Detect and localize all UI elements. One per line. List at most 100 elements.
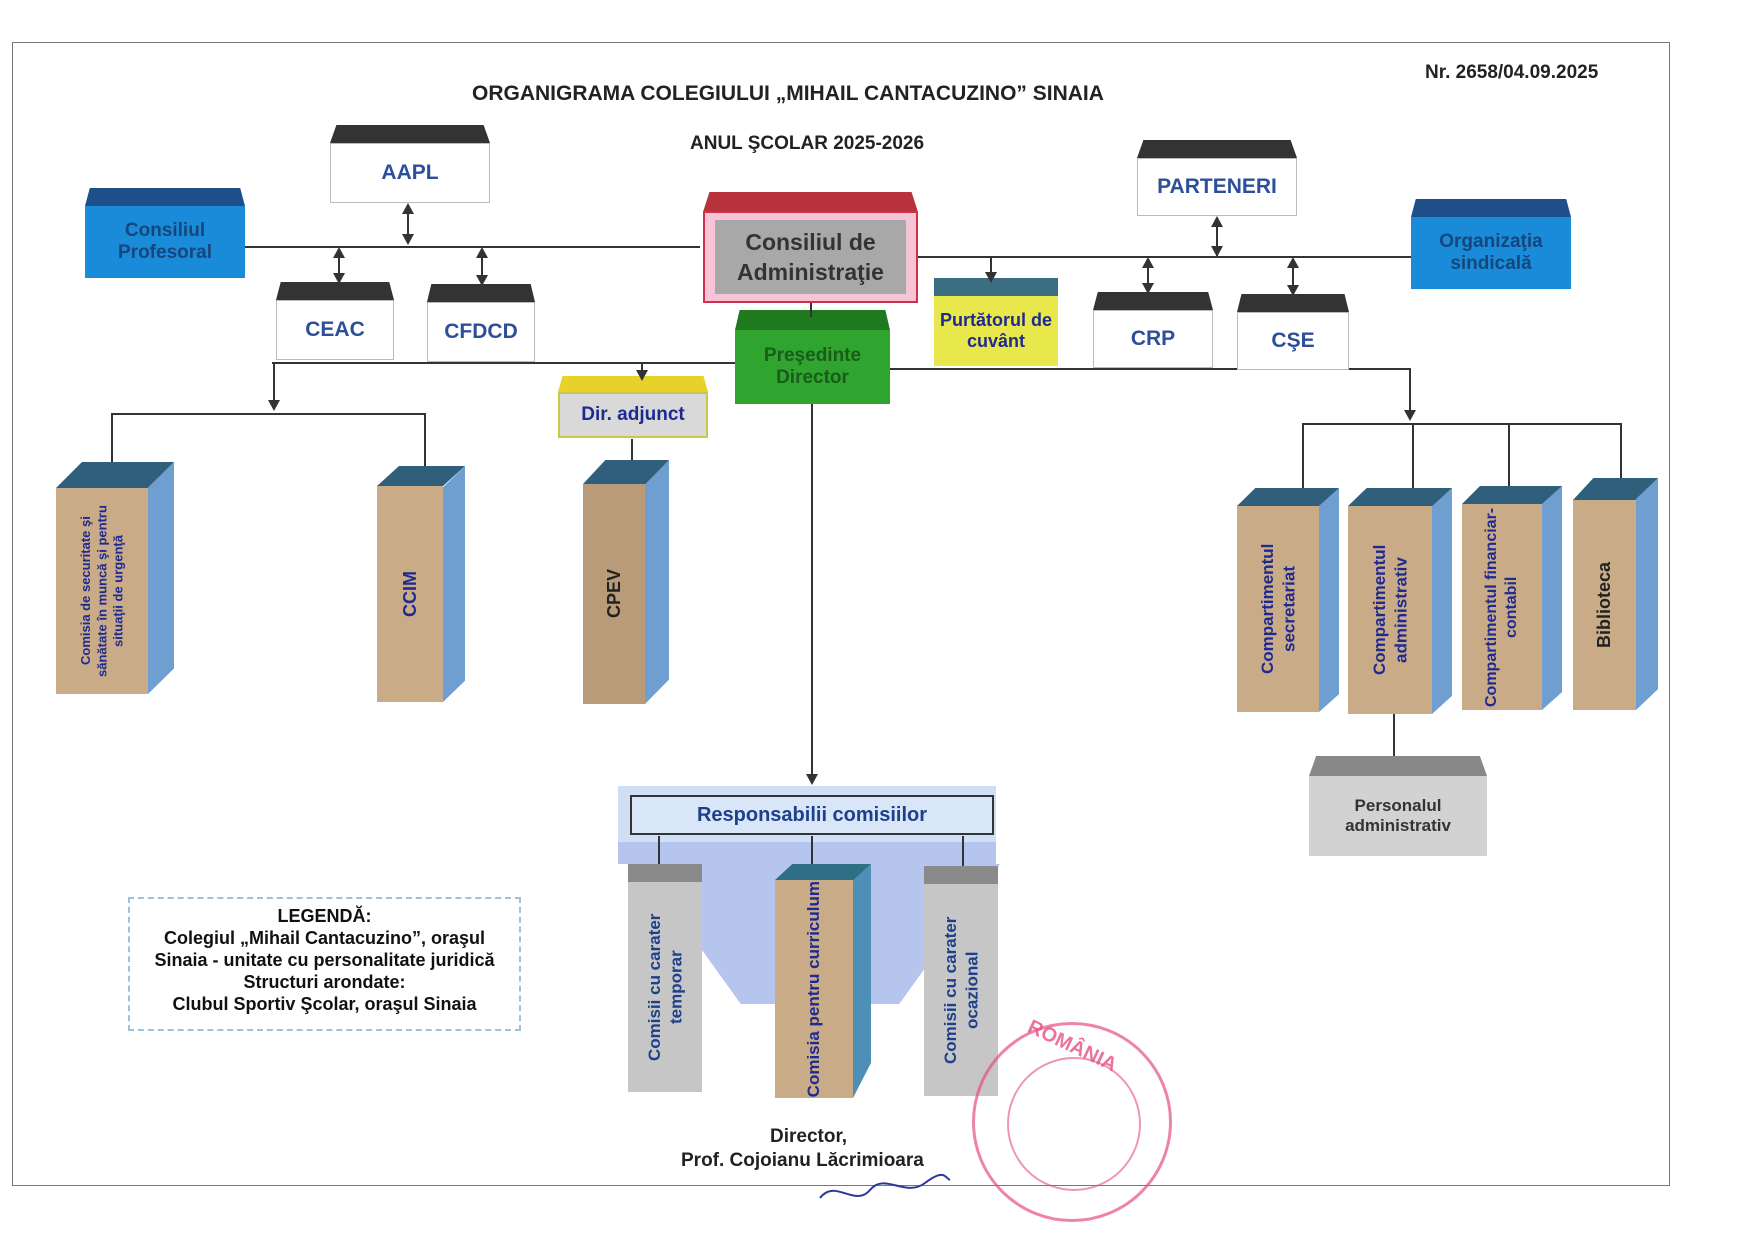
arrow-up-icon	[1287, 257, 1299, 268]
parteneri-top	[1137, 140, 1297, 158]
node-aapl[interactable]: AAPL	[330, 143, 490, 203]
compartimentul-administrativ-label: Compartimentul administrativ	[1369, 544, 1410, 676]
node-compartimentul-administrativ[interactable]: Compartimentul administrativ	[1348, 488, 1452, 714]
node-comisii-temporar[interactable]: Comisii cu carater temporar	[628, 864, 702, 1092]
arrow-down-icon	[1287, 285, 1299, 296]
node-ceac[interactable]: CEAC	[276, 300, 394, 360]
consiliul-administratie-top	[703, 192, 918, 212]
connector-line	[1412, 423, 1414, 498]
connector-line	[811, 404, 813, 782]
node-crp[interactable]: CRP	[1093, 310, 1213, 368]
connector-line	[631, 439, 633, 469]
arrow-down-icon	[636, 370, 648, 381]
comisia-curriculum-label: Comisia pentru curriculum	[804, 880, 824, 1098]
organizatia-top	[1411, 199, 1571, 217]
document-frame	[12, 42, 1670, 1186]
compartimentul-financiar-label: Compartimentul financiar-contabil	[1483, 507, 1520, 707]
node-dir-adjunct[interactable]: Dir. adjunct	[558, 392, 708, 438]
cpev-label: CPEV	[603, 569, 624, 619]
connector-line	[918, 256, 1413, 258]
connector-line	[424, 413, 426, 483]
chart-title: ORGANIGRAMA COLEGIULUI „MIHAIL CANTACUZI…	[472, 82, 1104, 105]
arrow-up-icon	[1142, 257, 1154, 268]
node-comisia-securitate[interactable]: Comisia de securitate şi sănătate în mun…	[56, 462, 174, 694]
connector-line	[1302, 423, 1622, 425]
connector-line	[658, 836, 660, 874]
bidirectional-arrow	[338, 249, 340, 282]
ceac-top	[276, 282, 394, 300]
signature-scribble	[819, 1173, 951, 1199]
document-number: Nr. 2658/04.09.2025	[1425, 62, 1599, 83]
node-biblioteca[interactable]: Biblioteca	[1573, 478, 1658, 710]
node-presedinte-director[interactable]: Preşedinte Director	[735, 330, 890, 404]
arrow-down-icon	[476, 275, 488, 286]
arrow-up-icon	[1211, 216, 1223, 227]
node-cpev[interactable]: CPEV	[583, 460, 669, 704]
connector-line	[811, 836, 813, 874]
arrow-down-icon	[333, 273, 345, 284]
node-cse[interactable]: CŞE	[1237, 312, 1349, 370]
connector-line	[1620, 423, 1622, 498]
bidirectional-arrow	[1147, 259, 1149, 292]
cse-top	[1237, 294, 1349, 312]
connector-line	[245, 246, 700, 248]
dir-adjunct-top	[558, 376, 708, 392]
arrow-down-icon	[985, 272, 997, 283]
node-compartimentul-secretariat[interactable]: Compartimentul secretariat	[1237, 488, 1339, 712]
responsabilii-base	[618, 842, 996, 864]
node-comisii-ocazional[interactable]: Comisii cu carater ocazional	[924, 866, 998, 1096]
connector-line	[111, 413, 426, 415]
presedinte-top	[735, 310, 890, 330]
cfdcd-top	[427, 284, 535, 302]
arrow-up-icon	[333, 247, 345, 258]
arrow-up-icon	[402, 203, 414, 214]
compartimentul-secretariat-label: Compartimentul secretariat	[1257, 543, 1298, 675]
arrow-down-icon	[806, 774, 818, 785]
node-ccim[interactable]: CCIM	[377, 466, 465, 702]
connector-line	[272, 362, 735, 364]
node-personalul-administrativ[interactable]: Personalul administrativ	[1309, 776, 1487, 856]
crp-top	[1093, 292, 1213, 310]
connector-line	[1393, 714, 1395, 766]
node-compartimentul-financiar[interactable]: Compartimentul financiar-contabil	[1462, 486, 1562, 710]
bidirectional-arrow	[1216, 218, 1218, 256]
ccim-label: CCIM	[399, 571, 420, 617]
node-comisia-curriculum[interactable]: Comisia pentru curriculum	[775, 864, 871, 1098]
personalul-top	[1309, 756, 1487, 776]
legend-heading: LEGENDĂ:	[277, 906, 372, 926]
bidirectional-arrow	[1292, 259, 1294, 294]
comisii-ocazional-label: Comisii cu carater ocazional	[940, 916, 981, 1064]
signature-role: Director,	[770, 1126, 848, 1147]
chart-subtitle: ANUL ŞCOLAR 2025-2026	[690, 133, 925, 154]
connector-line	[1302, 423, 1304, 498]
node-cfdcd[interactable]: CFDCD	[427, 302, 535, 362]
purtatorul-top	[934, 278, 1058, 296]
arrow-down-icon	[1404, 410, 1416, 421]
legend-line: Sinaia - unitate cu personalitate juridi…	[154, 950, 495, 970]
bidirectional-arrow	[481, 249, 483, 284]
legend-line: Clubul Sportiv Şcolar, oraşul Sinaia	[172, 994, 477, 1014]
node-parteneri[interactable]: PARTENERI	[1137, 158, 1297, 216]
official-stamp: ROMÂNIA	[972, 1016, 1172, 1222]
consiliul-profesoral-top	[85, 188, 245, 206]
connector-line	[1508, 423, 1510, 498]
legend-line: Colegiul „Mihail Cantacuzino”, oraşul	[163, 928, 486, 948]
node-responsabilii-comisiilor[interactable]: Responsabilii comisiilor	[630, 795, 994, 835]
connector-line	[888, 368, 1411, 370]
arrow-down-icon	[268, 400, 280, 411]
node-purtatorul-de-cuvant[interactable]: Purtătorul de cuvânt	[934, 296, 1058, 366]
node-consiliul-administratie[interactable]: Consiliul de Administraţie	[715, 220, 906, 294]
comisia-securitate-label: Comisia de securitate şi sănătate în mun…	[77, 505, 126, 677]
signature-name: Prof. Cojoianu Lăcrimioara	[681, 1150, 924, 1171]
comisii-temporar-label: Comisii cu carater temporar	[644, 913, 685, 1061]
arrow-down-icon	[1211, 246, 1223, 257]
connector-line	[810, 303, 812, 317]
node-organizatia-sindicala[interactable]: Organizaţia sindicală	[1411, 217, 1571, 289]
legend-line: Structuri arondate:	[243, 972, 406, 992]
connector-line	[962, 836, 964, 874]
node-consiliul-profesoral[interactable]: Consiliul Profesoral	[85, 206, 245, 278]
biblioteca-label: Biblioteca	[1594, 561, 1615, 649]
arrow-down-icon	[402, 234, 414, 245]
connector-line	[990, 257, 992, 281]
connector-line	[1409, 369, 1411, 417]
